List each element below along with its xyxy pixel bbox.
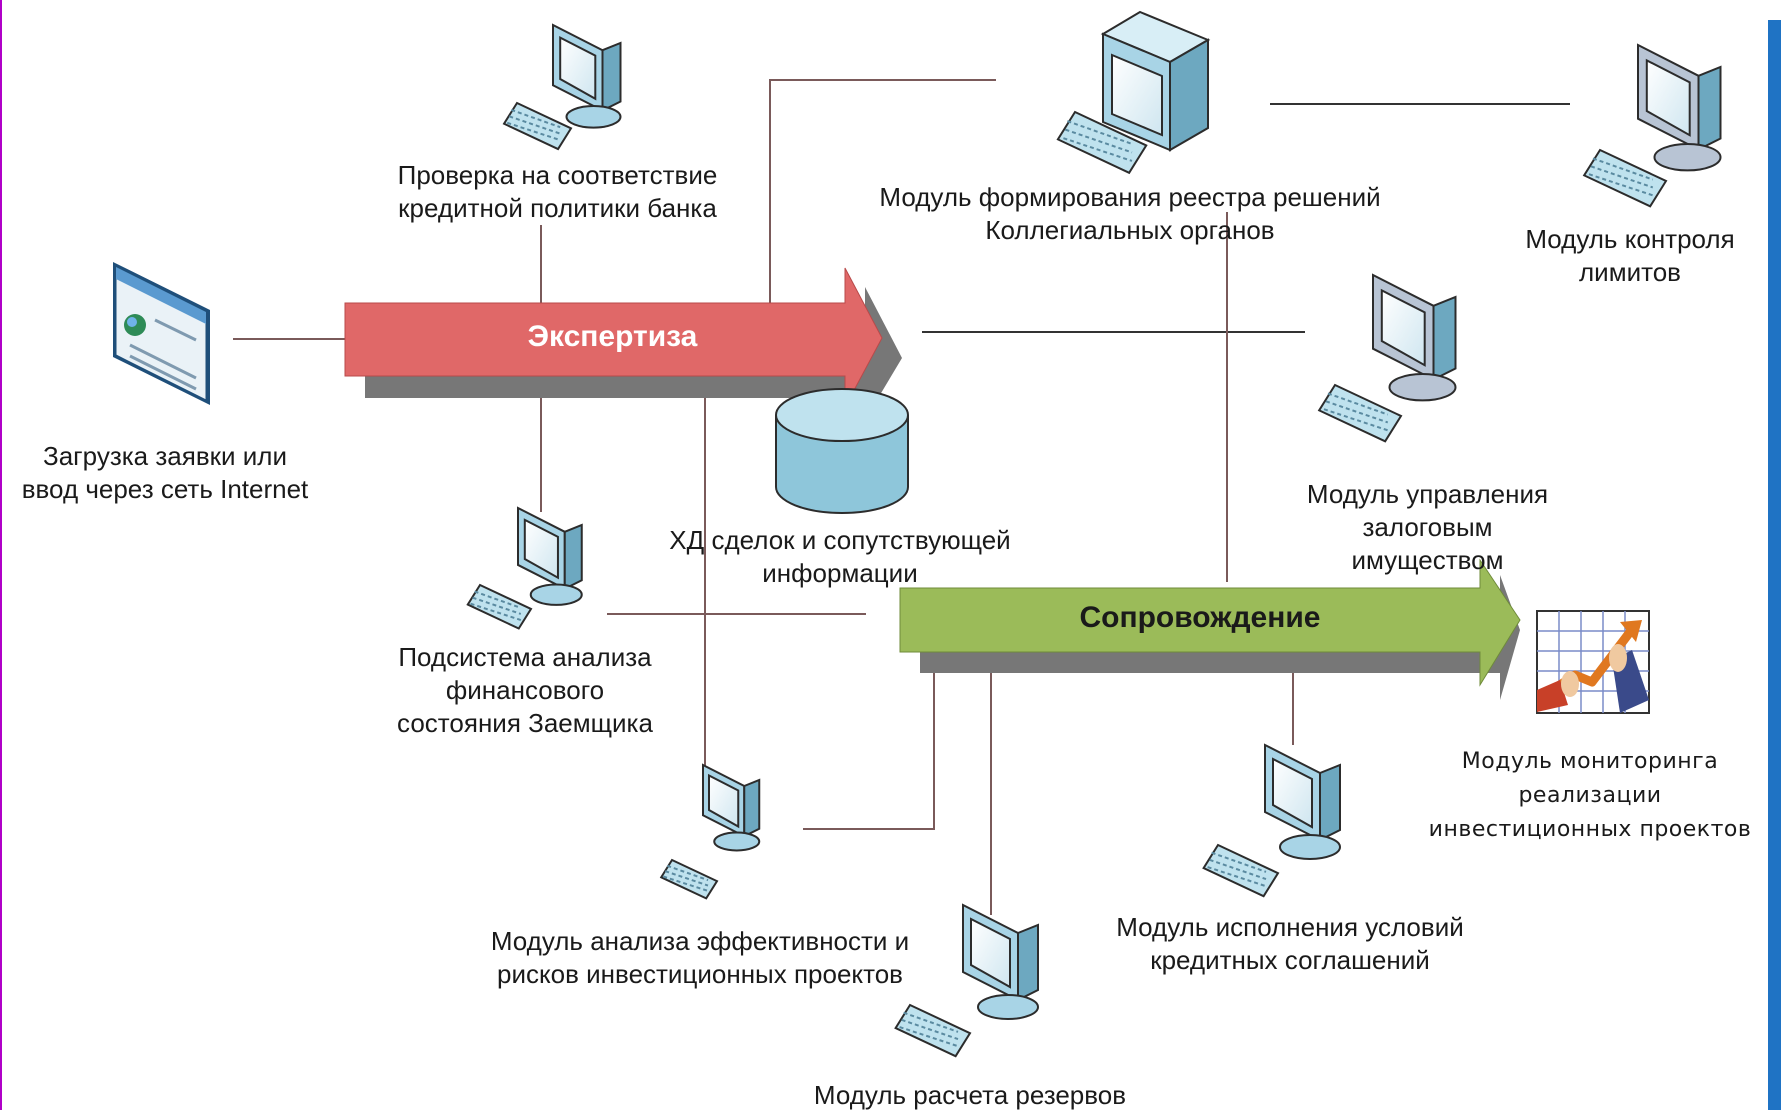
right-edge-bar [1768, 20, 1781, 1110]
expertise-arrow [344, 267, 902, 420]
registry-label-line2: Коллегиальных органов [985, 215, 1275, 245]
support-arrow-label: Сопровождение [1079, 601, 1321, 634]
reserves-label-line1: Модуль расчета резервов [813, 1080, 1127, 1110]
efficiency-label-line1: Модуль анализа эффективности и [490, 926, 910, 956]
support-arrow [899, 558, 1521, 700]
efficiency-label-line2: рисков инвестиционных проектов [497, 959, 903, 989]
web-page-icon [113, 262, 210, 405]
growth-chart-icon [1536, 610, 1650, 714]
connector-support-efficiency [803, 662, 935, 830]
limits-label-line1: Модуль контроля [1525, 224, 1735, 254]
datastore-label-line2: информации [762, 558, 918, 588]
financial-label: Подсистема анализа финансового состояния… [375, 641, 675, 740]
connector-lines [233, 79, 1570, 915]
limits-label: Модуль контроля лимитов [1505, 223, 1755, 289]
registry-label: Модуль формирования реестра решений Колл… [850, 181, 1410, 247]
policy-label-line1: Проверка на соответствие [397, 160, 718, 190]
computer-icon-policy [502, 23, 622, 151]
internet-label-line2: ввод через сеть Internet [21, 474, 309, 504]
collateral-label: Модуль управления залоговым имуществом [1290, 478, 1565, 577]
database-cylinder-icon [775, 388, 909, 514]
policy-label: Проверка на соответствие кредитной полит… [370, 159, 745, 225]
datastore-label-line1: ХД сделок и сопутствующей [669, 525, 1011, 555]
expertise-arrow-label: Экспертиза [527, 320, 698, 353]
policy-label-line2: кредитной политики банка [398, 193, 717, 223]
computer-icon-conditions [1202, 743, 1341, 898]
registry-label-line1: Модуль формирования реестра решений [879, 182, 1381, 212]
monitoring-label-line1: Модуль мониторинга [1461, 749, 1719, 774]
computer-icon-reserves [894, 903, 1039, 1058]
monitoring-label: Модуль мониторинга реализации инвестицио… [1425, 745, 1755, 847]
financial-label-line2: финансового [445, 675, 605, 705]
financial-label-line1: Подсистема анализа [398, 642, 652, 672]
computer-icon-limits [1582, 43, 1722, 208]
computer-icon-registry [1056, 10, 1211, 175]
collateral-label-line1: Модуль управления [1306, 479, 1549, 509]
computer-icon-financial [466, 506, 583, 630]
monitoring-label-line2: реализации [1518, 783, 1662, 808]
conditions-label-line2: кредитных соглашений [1150, 945, 1430, 975]
computer-icon-collateral [1317, 273, 1457, 443]
left-border [0, 0, 2, 1110]
connector-expertise-registry [769, 79, 996, 305]
conditions-label-line1: Модуль исполнения условий [1116, 912, 1464, 942]
support-arrow-body [899, 558, 1521, 687]
conditions-label: Модуль исполнения условий кредитных согл… [1080, 911, 1500, 977]
collateral-label-line2: залоговым [1362, 512, 1493, 542]
internet-label: Загрузка заявки или ввод через сеть Inte… [0, 440, 330, 506]
limits-label-line2: лимитов [1579, 257, 1681, 287]
reserves-label: Модуль расчета резервов [770, 1079, 1170, 1112]
internet-label-line1: Загрузка заявки или [43, 441, 287, 471]
computer-icon-efficiency [659, 763, 761, 900]
collateral-label-line3: имуществом [1351, 545, 1504, 575]
financial-label-line3: состояния Заемщика [397, 708, 653, 738]
monitoring-label-line3: инвестиционных проектов [1428, 817, 1752, 842]
datastore-label: ХД сделок и сопутствующей информации [640, 524, 1040, 590]
efficiency-label: Модуль анализа эффективности и рисков ин… [460, 925, 940, 991]
expertise-arrow-body [344, 267, 883, 408]
